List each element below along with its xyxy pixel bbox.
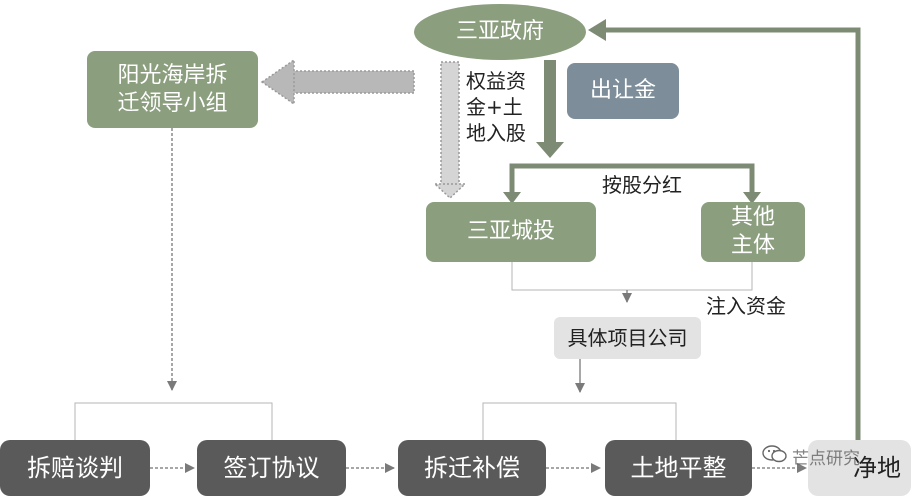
other-line-2: 主体 [730, 233, 775, 258]
leader-line-1: 阳光海岸拆 [117, 62, 228, 88]
equity-label: 权益资 金+土 地入股 [466, 68, 546, 146]
equity-line-3: 地入股 [466, 121, 526, 145]
equity-line-2: 金+土 [466, 95, 523, 119]
gov-to-leader-arrow [260, 58, 415, 106]
wechat-icon [762, 444, 788, 469]
dividend-bracket [509, 163, 755, 194]
node-transfer-fee: 出让金 [567, 63, 679, 119]
transfer-fee-arrow [536, 60, 564, 158]
leader-line-2: 迁领导小组 [117, 90, 228, 116]
node-leader-group: 阳光海岸拆 迁领导小组 [87, 51, 258, 128]
dividend-label: 按股分红 [602, 173, 682, 197]
node-project-company: 具体项目公司 [554, 317, 701, 359]
gov-to-invest-arrow [433, 61, 467, 200]
node-sanya-invest: 三亚城投 [426, 202, 596, 262]
watermark-text: 芒点研究 [792, 449, 860, 469]
node-sanya-government: 三亚政府 [414, 4, 586, 60]
return-arrow-line [604, 27, 861, 442]
node-compensation: 拆迁补偿 [398, 440, 546, 496]
equity-line-1: 权益资 [466, 69, 526, 93]
node-other-entity: 其他 主体 [701, 202, 805, 262]
watermark: 芒点研究 [762, 444, 860, 469]
node-clean-land: 净地 [808, 440, 911, 496]
node-sign-agreement: 签订协议 [197, 440, 346, 496]
return-arrow-head [588, 19, 606, 41]
node-negotiate: 拆赔谈判 [0, 440, 150, 496]
node-land-leveling: 土地平整 [605, 440, 752, 496]
other-line-1: 其他 [730, 205, 775, 230]
inject-funds-label: 注入资金 [706, 294, 786, 318]
